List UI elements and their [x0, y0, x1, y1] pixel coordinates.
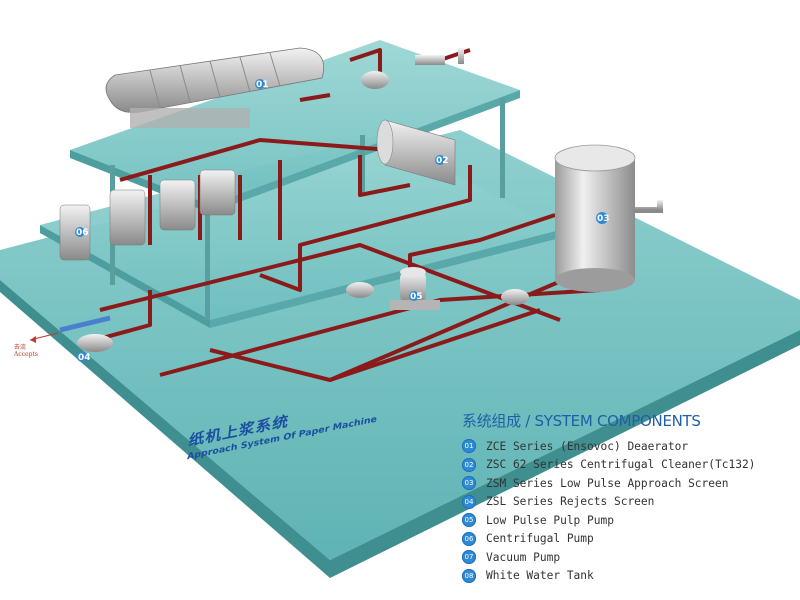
approach-screen: 05: [390, 267, 440, 310]
accepts-label: 去流 Accepts: [14, 344, 38, 358]
legend-item: 07 Vacuum Pump: [462, 548, 792, 567]
components-legend: 系统组成 / SYSTEM COMPONENTS 01 ZCE Series (E…: [462, 410, 792, 585]
legend-list: 01 ZCE Series (Ensovoc) Deaerator 02 ZSC 62…: [462, 437, 792, 585]
legend-number-badge: 05: [462, 513, 476, 528]
legend-title: 系统组成 / SYSTEM COMPONENTS: [462, 412, 701, 430]
deaerator: 01: [105, 47, 325, 128]
legend-number-badge: 04: [462, 494, 476, 509]
legend-item-label: Centrifugal Pump: [486, 532, 594, 546]
accepts-outlet: [29, 315, 111, 343]
cleaner-bank: [59, 169, 236, 261]
legend-item-label: Low Pulse Pulp Pump: [486, 513, 614, 527]
marker-02: 02: [436, 156, 449, 166]
legend-item-label: White Water Tank: [486, 569, 594, 583]
marker-05: 05: [410, 292, 423, 302]
centrifugal-cleaner: 02: [376, 119, 456, 186]
marker-01: 01: [256, 80, 269, 90]
legend-item: 06 Centrifugal Pump: [462, 530, 792, 549]
legend-item-label: ZSM Series Low Pulse Approach Screen: [486, 476, 729, 490]
legend-item: 02 ZSC 62 Series Centrifugal Cleaner(Tc13…: [462, 456, 792, 475]
legend-item: 04 ZSL Series Rejects Screen: [462, 493, 792, 512]
legend-item-label: ZCE Series (Ensovoc) Deaerator: [486, 439, 689, 453]
legend-item-label: ZSC 62 Series Centrifugal Cleaner(Tc132): [486, 458, 756, 472]
legend-item: 01 ZCE Series (Ensovoc) Deaerator: [462, 437, 792, 456]
legend-item-label: Vacuum Pump: [486, 550, 561, 564]
ground-pumps: [77, 282, 529, 352]
legend-number-badge: 08: [462, 568, 476, 583]
legend-number-badge: 02: [462, 457, 476, 472]
legend-item-label: ZSL Series Rejects Screen: [486, 495, 655, 509]
legend-number-badge: 01: [462, 439, 476, 454]
legend-item: 05 Low Pulse Pulp Pump: [462, 511, 792, 530]
top-vacuum-pump: [361, 48, 464, 89]
accepts-label-en: Accepts: [14, 351, 38, 358]
white-water-tank: 03: [554, 144, 663, 292]
marker-04: 04: [78, 353, 91, 363]
marker-06: 06: [76, 228, 89, 238]
legend-number-badge: 07: [462, 550, 476, 565]
legend-item: 08 White Water Tank: [462, 567, 792, 586]
legend-item: 03 ZSM Series Low Pulse Approach Screen: [462, 474, 792, 493]
legend-number-badge: 03: [462, 476, 476, 491]
accepts-label-cn: 去流: [14, 344, 27, 351]
legend-number-badge: 06: [462, 531, 476, 546]
marker-03: 03: [597, 214, 610, 224]
